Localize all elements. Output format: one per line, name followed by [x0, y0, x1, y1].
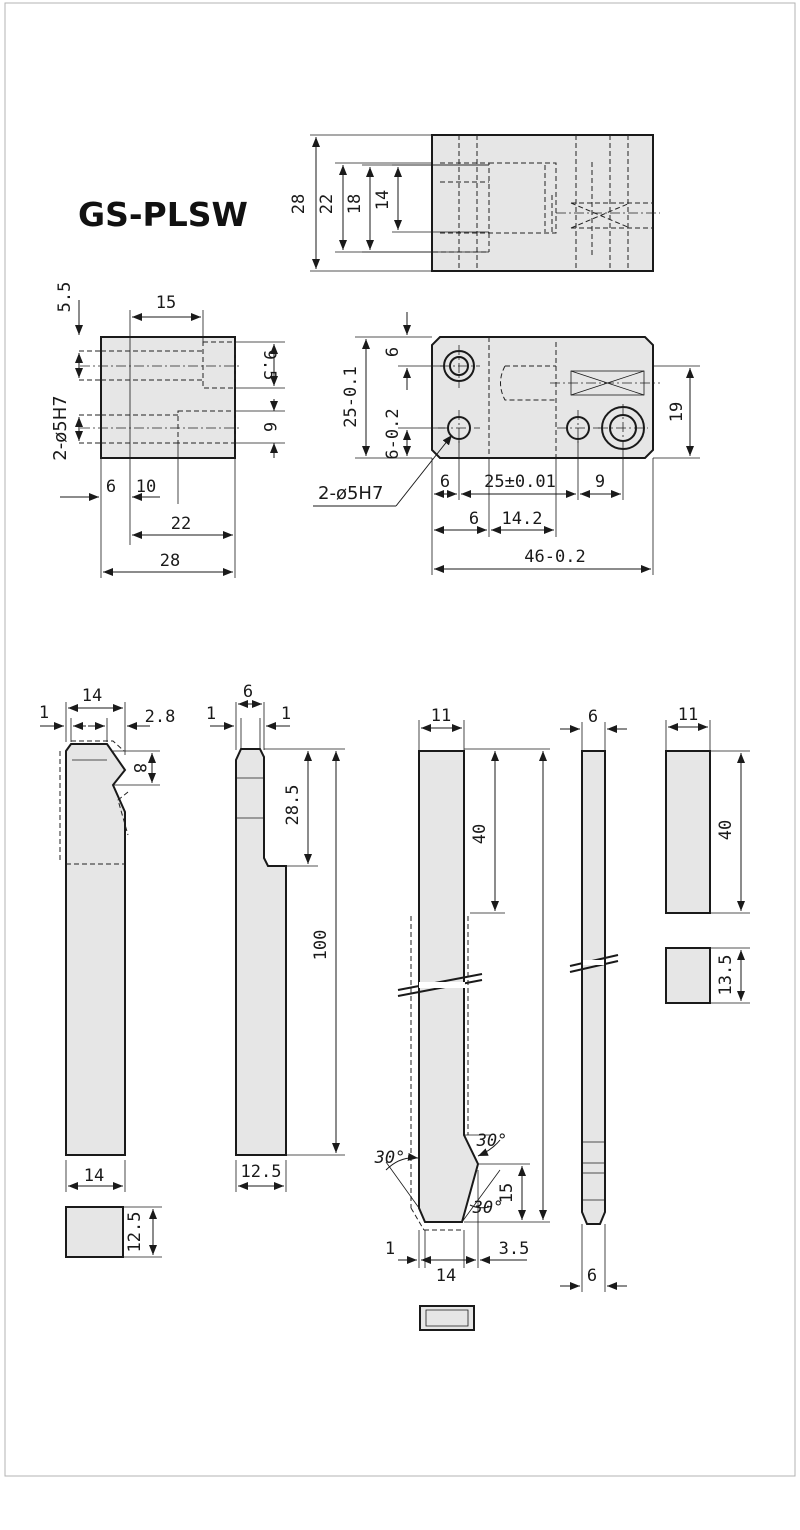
dim-22-width: 22: [171, 514, 191, 534]
dim-6-right: 6: [259, 422, 279, 432]
dim-6-left: 6: [106, 477, 116, 497]
side-view-block: [79, 336, 242, 459]
p1-dim-1: 1: [39, 703, 49, 723]
p2-dim-1-right: 1: [281, 704, 291, 724]
p5-dim-11: 11: [678, 705, 698, 725]
p4-dim-6-top: 6: [588, 707, 598, 727]
dim-plan-19: 19: [667, 402, 687, 422]
part2-dimensions: 6 1 1 28.5 100 12.5: [206, 682, 345, 1192]
dim-plan-46-tol: 46-0.2: [524, 547, 585, 567]
dim-18-height: 18: [345, 194, 365, 214]
p1-dim-14-top: 14: [82, 686, 102, 706]
plan-hole-callout: 2-ø5H7: [318, 483, 383, 504]
p2-dim-28-5: 28.5: [283, 785, 303, 826]
dim-plan-25-pm: 25±0.01: [484, 472, 556, 492]
p3-dim-1: 1: [385, 1239, 395, 1259]
p5-dim-40: 40: [716, 820, 736, 840]
dim-14-height: 14: [373, 190, 393, 210]
part5-dimensions: 11 40 13.5: [665, 705, 750, 1004]
dim-9-5: 9.5: [259, 350, 279, 381]
dim-5-5: 5.5: [55, 282, 75, 313]
p3-dim-40: 40: [470, 824, 490, 844]
p2-dim-6: 6: [243, 682, 253, 702]
dim-plan-6-tol: 6-0.2: [383, 408, 403, 459]
p3-dim-3-5: 3.5: [499, 1239, 530, 1259]
p3-dim-15: 15: [497, 1183, 517, 1203]
part2-body: [235, 748, 287, 1156]
part1-body: [59, 740, 129, 1258]
p1-dim-12-5: 12.5: [125, 1212, 145, 1253]
side-hole-callout: 2-ø5H7: [50, 395, 71, 460]
dim-22-height: 22: [317, 194, 337, 214]
p1-dim-2-8: 2.8: [145, 707, 176, 727]
p3-angle-30-left: 30°: [374, 1148, 406, 1168]
plan-view-block: [431, 336, 660, 459]
part1-dimensions: 14 1 2.8 8 14 12.5: [39, 686, 176, 1258]
part3-body: [397, 750, 483, 1331]
dim-plan-6-a: 6: [440, 472, 450, 492]
side-view-dimensions: 5.5 2-ø5H7 15 9.5 6 6 10 22 28: [50, 282, 285, 578]
dim-plan-6-c: 6: [469, 509, 479, 529]
p1-dim-8: 8: [129, 763, 149, 773]
sheet-border: [4, 2, 796, 1477]
dim-28-height: 28: [289, 194, 309, 214]
front-view-dimensions: 28 22 18 14: [289, 134, 489, 272]
p3-angle-30-lower: 30°: [472, 1198, 504, 1218]
p3-dim-11: 11: [431, 706, 451, 726]
part5-body: [665, 750, 711, 1004]
dim-plan-25-tol: 25-0.1: [341, 366, 361, 427]
p1-dim-14-bottom: 14: [84, 1166, 104, 1186]
dim-plan-6: 6: [383, 347, 403, 357]
p2-dim-1-left: 1: [206, 704, 216, 724]
dim-15: 15: [156, 293, 176, 313]
dim-plan-9: 9: [595, 472, 605, 492]
p4-dim-6-bottom: 6: [587, 1266, 597, 1286]
part4-dimensions: 6 6: [560, 707, 627, 1292]
p2-dim-12-5: 12.5: [241, 1162, 282, 1182]
plan-view-dimensions: 6 25-0.1 6-0.2 19 2-ø5H7 6 25±0.01 9 6 1…: [313, 312, 700, 575]
dim-10: 10: [136, 477, 156, 497]
p3-angle-30-upper: 30°: [476, 1131, 508, 1151]
part-title: GS-PLSW: [78, 195, 248, 234]
part3-dimensions: 11 40 15 30° 30° 30° 1 3.5 14: [374, 706, 550, 1286]
p5-dim-13-5: 13.5: [716, 955, 736, 996]
p2-dim-100: 100: [311, 930, 331, 961]
part4-body: [569, 750, 619, 1225]
p3-dim-14: 14: [436, 1266, 456, 1286]
front-view-block: [431, 134, 660, 272]
dim-plan-14-2: 14.2: [502, 509, 543, 529]
dim-28-width: 28: [160, 551, 180, 571]
